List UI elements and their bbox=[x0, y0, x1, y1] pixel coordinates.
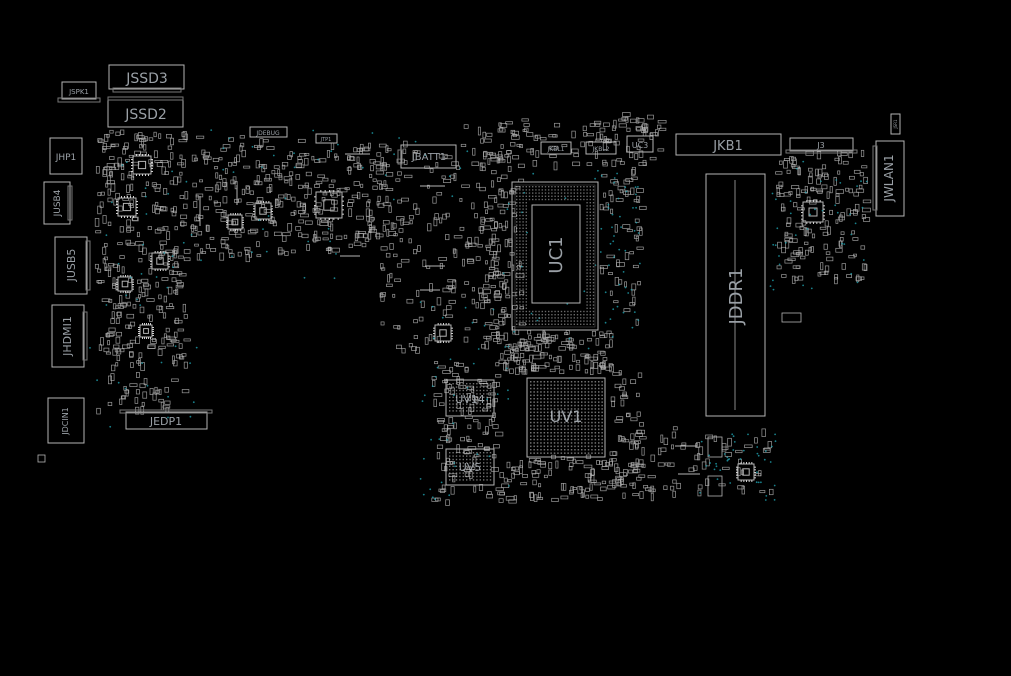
uv5-ball-grid bbox=[449, 452, 492, 481]
jssd3-connector[interactable]: JSSD3 bbox=[108, 64, 185, 93]
jkbl2-connector[interactable]: JKBL2 bbox=[585, 141, 617, 155]
vias-layer bbox=[89, 129, 868, 501]
jusb4-label: JUSB4 bbox=[53, 189, 63, 217]
uc1-ball-grid bbox=[516, 186, 595, 325]
jedp1-connector[interactable]: JEDP1 bbox=[119, 409, 213, 430]
uv14-ball-grid bbox=[449, 383, 492, 412]
uv5-label: UV5 bbox=[459, 461, 482, 474]
jssd2-label: JSSD2 bbox=[124, 107, 167, 123]
jhp1-label: JHP1 bbox=[55, 153, 77, 163]
jssd3-label: JSSD3 bbox=[125, 71, 168, 87]
jsr1-label: JSR1 bbox=[893, 119, 898, 129]
jkb1-connector[interactable]: JKB1 bbox=[675, 133, 782, 156]
jhp1-connector[interactable]: JHP1 bbox=[49, 137, 83, 175]
jhdmi1-label: JHDMI1 bbox=[61, 316, 74, 357]
uc3-chip[interactable]: UC3 bbox=[626, 135, 654, 153]
jdcin1-connector[interactable]: JDCIN1 bbox=[47, 397, 85, 444]
jtp1-label: JTP1 bbox=[320, 137, 332, 143]
jusb5-connector[interactable]: JUSB5 bbox=[54, 236, 91, 295]
uv14-label: UV14 bbox=[455, 393, 485, 406]
jddr1-slot[interactable]: JDDR1 bbox=[705, 173, 766, 417]
jusb5-label: JUSB5 bbox=[65, 249, 78, 283]
jbatt1-connector[interactable]: JBATT1 bbox=[397, 144, 457, 169]
jdcin1-label: JDCIN1 bbox=[61, 407, 70, 436]
jwlan1-label: JWLAN1 bbox=[882, 154, 896, 202]
jdebug-label: JDEBUG bbox=[255, 130, 280, 137]
uv5-chip[interactable]: UV5 bbox=[445, 448, 495, 486]
jspk1-label: JSPK1 bbox=[68, 88, 89, 96]
j3-label: J3 bbox=[816, 141, 824, 150]
jkbl1-label: JKBL1 bbox=[547, 146, 565, 153]
bga-ball-grids bbox=[449, 186, 603, 481]
jkb1-label: JKB1 bbox=[712, 139, 743, 154]
jkbl2-label: JKBL2 bbox=[592, 146, 610, 153]
jwlan1-connector[interactable]: JWLAN1 bbox=[872, 140, 905, 217]
uc1-label: UC1 bbox=[546, 236, 567, 273]
jddr1-label: JDDR1 bbox=[726, 268, 747, 326]
small-components-layer bbox=[37, 112, 872, 506]
jhdmi1-connector[interactable]: JHDMI1 bbox=[51, 304, 88, 368]
uc3-label: UC3 bbox=[632, 141, 649, 150]
jssd2-connector[interactable]: JSSD2 bbox=[107, 96, 184, 128]
j3-connector[interactable]: J3 bbox=[785, 137, 858, 154]
jbatt1-label: JBATT1 bbox=[411, 152, 446, 163]
uc1-cpu[interactable]: UC1 bbox=[511, 181, 599, 331]
uv1-ball-grid bbox=[530, 381, 603, 454]
jedp1-label: JEDP1 bbox=[149, 415, 182, 428]
jsr1-connector[interactable]: JSR1 bbox=[890, 113, 901, 135]
jspk1-connector[interactable]: JSPK1 bbox=[57, 81, 101, 103]
jtp1-connector[interactable]: JTP1 bbox=[315, 133, 338, 144]
jusb4-connector[interactable]: JUSB4 bbox=[43, 181, 73, 225]
jdebug-connector[interactable]: JDEBUG bbox=[249, 126, 288, 138]
uv14-chip[interactable]: UV14 bbox=[445, 379, 495, 417]
jkbl1-connector[interactable]: JKBL1 bbox=[540, 141, 572, 155]
